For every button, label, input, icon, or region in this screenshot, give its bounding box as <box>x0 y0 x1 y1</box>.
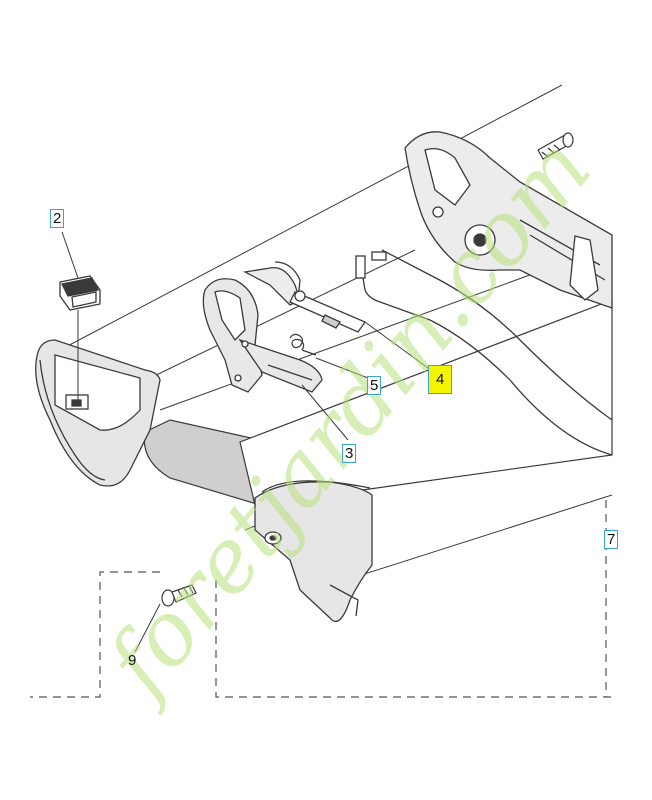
throttle-trigger <box>202 278 323 393</box>
leader-lines <box>61 231 429 653</box>
top-bolt <box>537 132 574 160</box>
rear-handle-end <box>254 480 373 623</box>
shaft-tube <box>143 299 613 506</box>
throttle-cable <box>355 249 613 456</box>
callout-5: 5 <box>367 376 382 395</box>
callout-4: 4 <box>428 365 453 394</box>
callout-7: 7 <box>604 530 619 549</box>
callout-3: 3 <box>342 444 357 463</box>
trigger-lock-lever <box>242 261 366 333</box>
spring <box>289 333 317 356</box>
callout-2: 2 <box>50 209 65 228</box>
front-grip-housing <box>35 339 161 487</box>
screw <box>161 584 197 607</box>
stop-switch <box>59 275 101 311</box>
callout-9: 9 <box>128 652 137 669</box>
top-clamp-assembly <box>404 131 613 309</box>
